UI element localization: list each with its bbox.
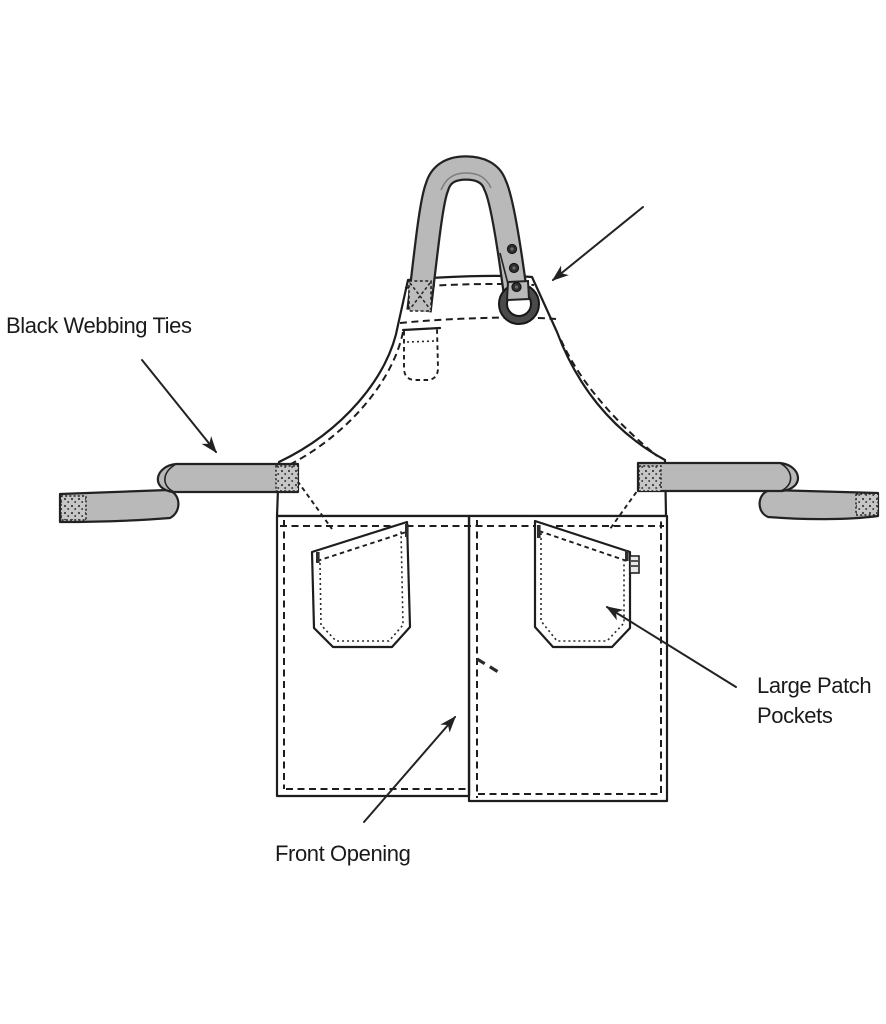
left-patch-pocket (310, 520, 412, 649)
callout-arrow-webbing-ties (141, 359, 217, 454)
left-waist-tie (58, 462, 300, 524)
right-tie-attach-stitch-box (638, 465, 662, 492)
chest-pocket (401, 326, 442, 381)
label-black-webbing-ties: Black Webbing Ties (6, 313, 192, 338)
neck-strap-webbing (408, 157, 527, 313)
callout-arrow-patch-pockets (605, 606, 737, 688)
chest-pocket-outline (403, 328, 439, 381)
front-opening-bartack-mark (476, 657, 501, 675)
left-tie-end-stitch-box (60, 495, 87, 521)
left-armhole-stitch-line (290, 331, 404, 465)
callout-arrows (141, 206, 737, 823)
right-armhole-stitch-line (560, 339, 658, 457)
left-tie-lower-strap (58, 488, 180, 524)
bib-yoke-stitch-line (399, 316, 557, 324)
left-tie-fold-line (164, 463, 177, 493)
left-pocket-outline (310, 520, 412, 649)
right-pocket-left-bartack (537, 525, 541, 538)
left-pocket-right-bartack (405, 524, 409, 537)
apron-body (275, 274, 668, 518)
neck-strap-ring-assembly (498, 243, 540, 325)
label-front-opening: Front Opening (275, 841, 411, 866)
callout-arrow-neck-hardware (551, 206, 644, 281)
snap-buttons (506, 243, 522, 293)
left-pocket-edge-stitch (319, 530, 404, 642)
neck-strap-cross-stitch-box (408, 280, 432, 312)
right-pocket-side-tab (629, 555, 640, 574)
right-waist-hidden-line (609, 465, 656, 530)
right-tie-end-stitch-box (855, 493, 879, 516)
callout-arrow-front-opening (363, 715, 456, 823)
right-tie-fold-line (779, 462, 792, 492)
neck-strap (406, 155, 540, 325)
right-waist-tie (636, 461, 880, 521)
neck-strap-layer-edge (499, 252, 509, 285)
bib-outline (275, 274, 668, 518)
right-tie-lower-strap (758, 488, 880, 521)
skirt-left-hem-stitch (283, 520, 466, 790)
label-large-patch-pockets: Large Patch Pockets (757, 671, 872, 731)
left-tie-attach-stitch-box (275, 465, 299, 492)
right-tie-upper-strap (636, 461, 800, 493)
chest-pocket-top-edge (401, 326, 442, 332)
right-pocket-right-bartack (625, 550, 629, 561)
label-large-patch-pockets-line1: Large Patch (757, 673, 872, 698)
label-large-patch-pockets-line2: Pockets (757, 703, 833, 728)
neck-strap-inner-contour (440, 172, 492, 191)
left-pocket-left-bartack (316, 552, 320, 563)
